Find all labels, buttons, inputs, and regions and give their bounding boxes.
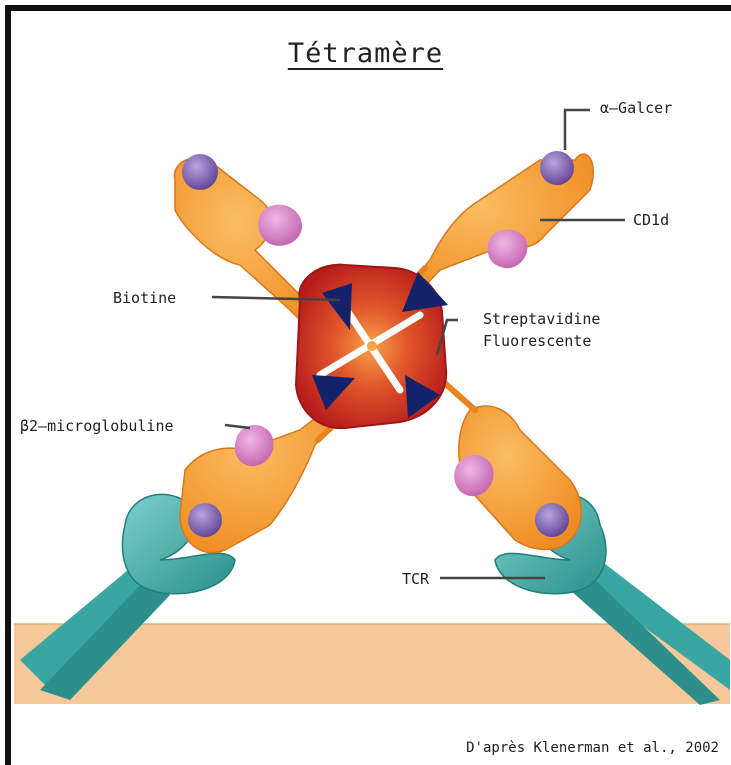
- label-cd1d: CD1d: [633, 211, 669, 229]
- cd1d-bottom-right: [430, 370, 581, 549]
- label-tcr: TCR: [402, 570, 429, 588]
- label-galcer: α–Galcer: [600, 99, 672, 117]
- label-streptavidine: Streptavidine: [483, 310, 600, 328]
- label-biotine: Biotine: [113, 289, 176, 307]
- cd1d-top-right: [395, 151, 593, 300]
- label-fluorescente: Fluorescente: [483, 332, 591, 350]
- label-b2m: β2–microglobuline: [20, 417, 174, 435]
- source-credit: D'après Klenerman et al., 2002: [466, 740, 719, 756]
- diagram-title: Tétramère: [0, 38, 731, 69]
